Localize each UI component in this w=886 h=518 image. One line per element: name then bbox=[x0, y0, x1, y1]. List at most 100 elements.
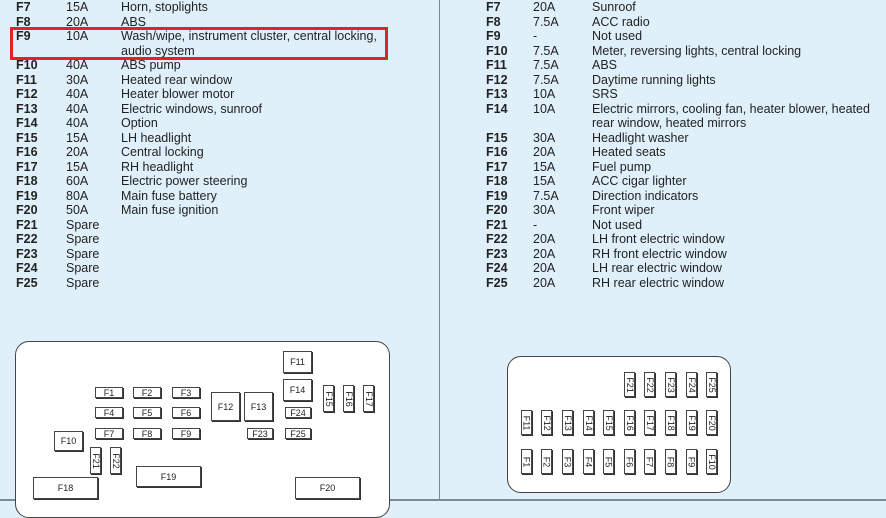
fuse-rating: 7.5A bbox=[533, 72, 559, 87]
interior-fuse-f24: F24 bbox=[686, 372, 697, 397]
fuse-id: F11 bbox=[16, 72, 37, 87]
fuse-id: F25 bbox=[16, 275, 38, 290]
interior-fuse-f25: F25 bbox=[706, 372, 717, 397]
fuse-id: F7 bbox=[486, 0, 501, 14]
fuse-rating: 80A bbox=[66, 188, 89, 203]
fuse-rating: 20A bbox=[66, 145, 89, 159]
fuse-id: F10 bbox=[486, 43, 508, 58]
fuse-table-row: F9-Not used bbox=[486, 29, 886, 44]
fuse-id: F11 bbox=[486, 58, 507, 72]
fuse-description: Not used bbox=[592, 217, 643, 232]
fuse-id: F20 bbox=[486, 203, 508, 217]
fuse-table-row: F25 Spare bbox=[16, 276, 396, 291]
fuse-table-row: F12 7.5A Daytime running lights bbox=[486, 73, 886, 88]
fuse-description: Heated seats bbox=[592, 145, 666, 159]
fuse-id: F18 bbox=[486, 174, 508, 188]
fuse-description: Option bbox=[121, 116, 158, 130]
fuse-rating: 10A bbox=[66, 29, 89, 43]
engine-fuse-f11: F11 bbox=[283, 351, 312, 373]
fuse-id: F7 bbox=[16, 0, 31, 14]
fuse-rating: 20A bbox=[533, 275, 556, 290]
fuse-rating: Spare bbox=[66, 275, 100, 290]
fuse-description: ACC cigar lighter bbox=[592, 174, 687, 188]
fuse-description: Meter, reversing lights, central locking bbox=[592, 43, 802, 58]
interior-fuse-f10: F10 bbox=[706, 449, 717, 474]
fuse-id: F19 bbox=[16, 188, 38, 203]
fuse-description: Front wiper bbox=[592, 203, 655, 217]
fuse-rating: Spare bbox=[66, 261, 100, 275]
panel-divider bbox=[439, 0, 440, 499]
fuse-table-row: F8 20A ABS bbox=[16, 15, 396, 30]
engine-fuse-f10: F10 bbox=[54, 431, 83, 451]
fuse-id: F17 bbox=[16, 159, 38, 174]
interior-fuse-f22: F22 bbox=[644, 372, 655, 397]
fuse-rating: 40A bbox=[66, 101, 89, 116]
fuse-description: ABS pump bbox=[121, 58, 181, 72]
engine-fuse-f6: F6 bbox=[172, 407, 200, 418]
interior-fuse-f5: F5 bbox=[603, 449, 614, 474]
fuse-rating: 30A bbox=[533, 130, 556, 145]
interior-fuse-f11: F11 bbox=[521, 410, 532, 435]
engine-fuse-f8: F8 bbox=[133, 428, 161, 439]
fuse-rating: 15A bbox=[66, 0, 89, 14]
fuse-description: ABS bbox=[121, 14, 147, 29]
fuse-description: Daytime running lights bbox=[592, 72, 716, 87]
fuse-table-row: F19 80A Main fuse battery bbox=[16, 189, 396, 204]
fuse-id: F12 bbox=[486, 72, 508, 87]
fuse-id: F25 bbox=[486, 275, 508, 290]
engine-fuse-f25: F25 bbox=[285, 428, 311, 439]
interior-fuse-f1: F1 bbox=[521, 449, 532, 474]
fuse-id: F24 bbox=[16, 261, 38, 275]
fuse-id: F15 bbox=[16, 130, 38, 145]
fuse-description: ACC radio bbox=[592, 14, 650, 29]
interior-fuse-f9: F9 bbox=[686, 449, 697, 474]
interior-fuse-f21: F21 bbox=[624, 372, 635, 397]
fuse-description: Direction indicators bbox=[592, 188, 699, 203]
fuse-id: F8 bbox=[16, 14, 31, 29]
fuse-description: Main fuse battery bbox=[121, 188, 217, 203]
engine-fuse-f2: F2 bbox=[133, 387, 161, 398]
fuse-description: RH headlight bbox=[121, 159, 194, 174]
interior-fuse-f14: F14 bbox=[583, 410, 594, 435]
engine-fuse-f4: F4 bbox=[95, 407, 123, 418]
fuse-description: LH rear electric window bbox=[592, 261, 722, 275]
fuse-description: SRS bbox=[592, 87, 618, 101]
engine-fuse-f12: F12 bbox=[211, 392, 240, 421]
fuse-rating: 60A bbox=[66, 174, 89, 188]
interior-fuse-f2: F2 bbox=[541, 449, 552, 474]
fuse-table-row: F10 7.5A Meter, reversing lights, central … bbox=[486, 44, 886, 59]
interior-fuse-f19: F19 bbox=[686, 410, 697, 435]
fuse-description: Heated rear window bbox=[121, 72, 233, 87]
fuse-rating: Spare bbox=[66, 217, 100, 232]
interior-fuse-f23: F23 bbox=[665, 372, 676, 397]
fuse-id: F20 bbox=[16, 203, 38, 217]
highlight-box-f9 bbox=[10, 27, 388, 60]
fuse-description: Electric power steering bbox=[121, 174, 248, 188]
engine-fuse-f24: F24 bbox=[285, 407, 311, 418]
engine-fuse-f9: F9 bbox=[172, 428, 200, 439]
fuse-id: F21 bbox=[486, 217, 508, 232]
fuse-rating: 20A bbox=[66, 14, 89, 29]
engine-fuse-f20: F20 bbox=[295, 477, 360, 499]
fuse-rating: 20A bbox=[533, 261, 556, 275]
fuse-rating: 7.5A bbox=[533, 43, 559, 58]
fuse-table-row: F24 Spare bbox=[16, 261, 396, 276]
